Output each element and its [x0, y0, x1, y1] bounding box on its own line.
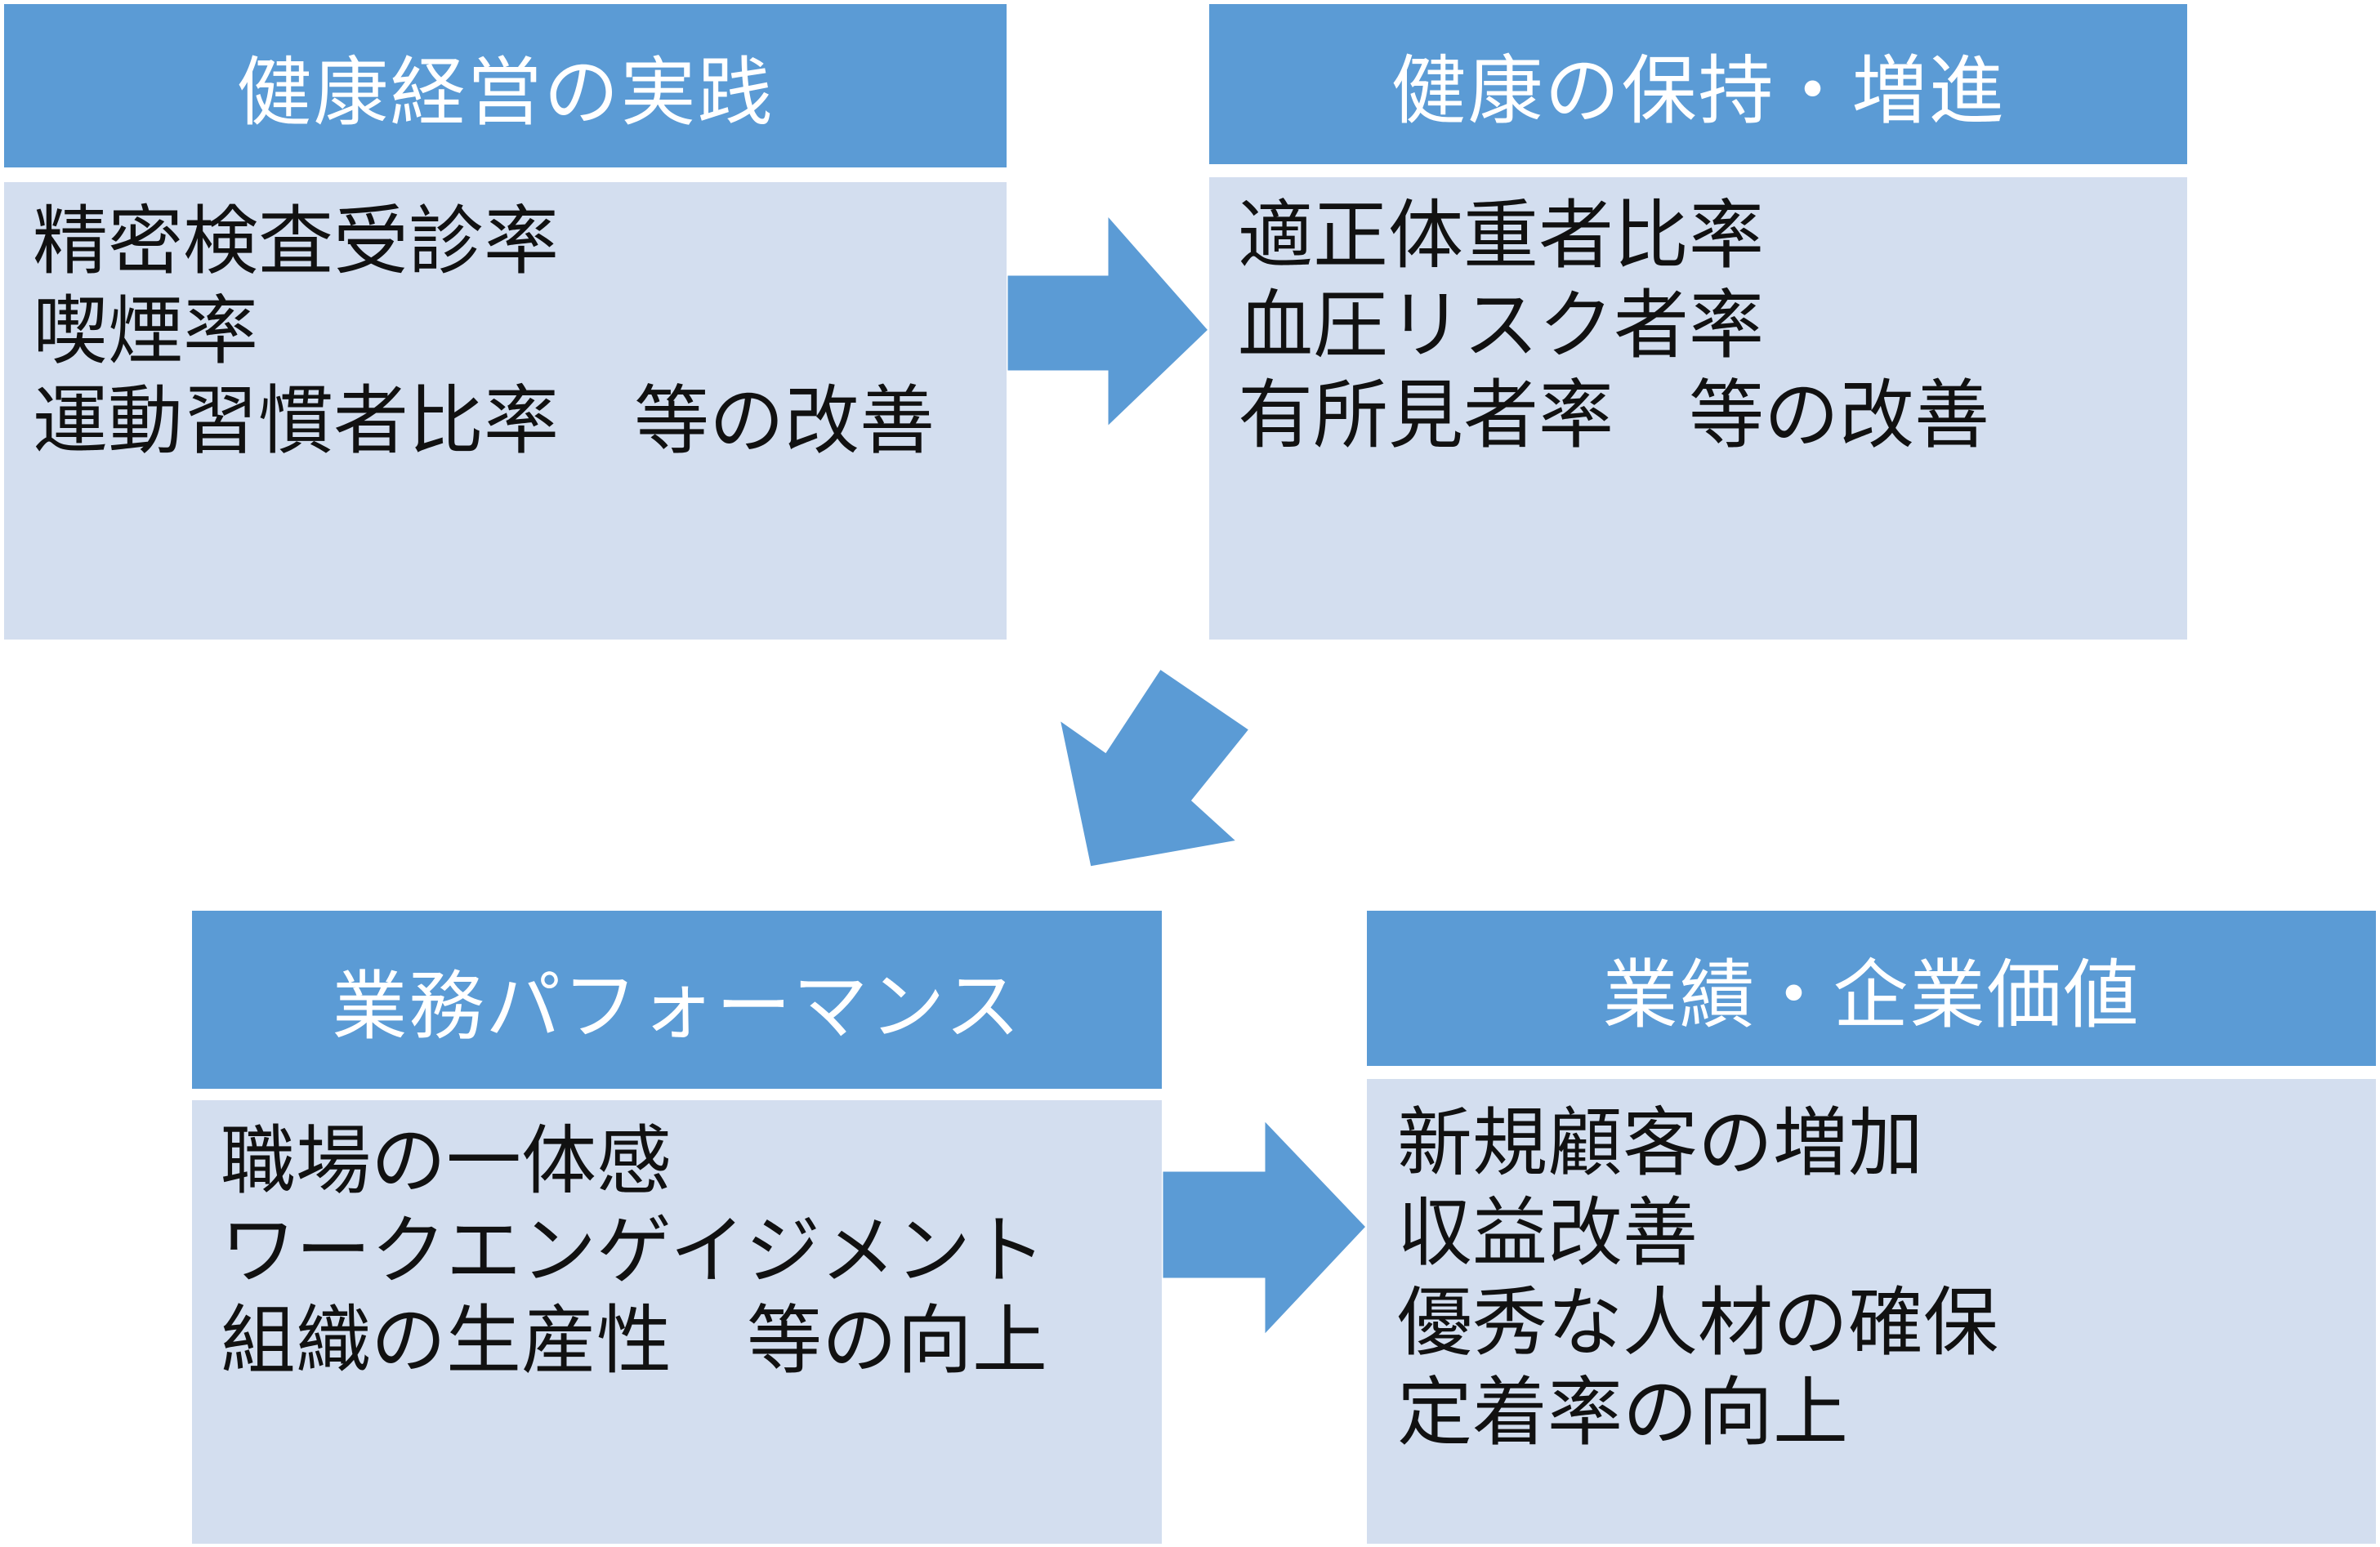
block-work-performance: 業務パフォーマンス 職場の一体感 ワークエンゲイジメント 組織の生産性等の向上 [192, 911, 1162, 1544]
item-list: 職場の一体感 ワークエンゲイジメント 組織の生産性等の向上 [221, 1117, 1162, 1386]
block-body: 新規顧客の増加 収益改善 優秀な人材の確保 定着率の向上 [1367, 1079, 2376, 1544]
block-business-value: 業績・企業価値 新規顧客の増加 収益改善 優秀な人材の確保 定着率の向上 [1367, 911, 2376, 1544]
item-list: 精密検査受診率 喫煙率 運動習慣者比率等の改善 [33, 197, 1007, 466]
block-title: 健康の保持・増進 [1209, 4, 2187, 164]
list-item: 組織の生産性等の向上 [221, 1296, 1162, 1386]
block-body: 職場の一体感 ワークエンゲイジメント 組織の生産性等の向上 [192, 1100, 1162, 1544]
block-title: 健康経営の実践 [4, 4, 1007, 167]
block-health-maintenance: 健康の保持・増進 適正体重者比率 血圧リスク者率 有所見者率等の改善 [1209, 4, 2187, 640]
item-suffix: 等の改善 [634, 377, 935, 465]
list-item: 収益改善 [1397, 1189, 1699, 1277]
arrow-practice-to-maintenance [1005, 211, 1212, 431]
block-body: 適正体重者比率 血圧リスク者率 有所見者率等の改善 [1209, 177, 2187, 640]
list-item: 適正体重者比率 [1238, 192, 1765, 279]
block-body: 精密検査受診率 喫煙率 運動習慣者比率等の改善 [4, 182, 1007, 640]
item-suffix: 等の向上 [747, 1297, 1048, 1384]
list-item: ワークエンゲイジメント [221, 1207, 1047, 1295]
block-title: 業務パフォーマンス [192, 911, 1162, 1089]
arrow-performance-to-business [1160, 1116, 1369, 1340]
arrow-maintenance-to-performance [1056, 666, 1253, 869]
block-title: 業績・企業価値 [1367, 911, 2376, 1066]
list-item: 優秀な人材の確保 [1397, 1279, 1999, 1366]
item-text: 運動習慣者比率 [33, 377, 560, 465]
item-suffix: 等の改善 [1689, 372, 1990, 459]
block-health-management-practice: 健康経営の実践 精密検査受診率 喫煙率 運動習慣者比率等の改善 [4, 4, 1007, 640]
item-text: 組織の生産性 [221, 1297, 672, 1384]
list-item: 喫煙率 [33, 288, 259, 375]
item-list: 新規顧客の増加 収益改善 優秀な人材の確保 定着率の向上 [1397, 1099, 2376, 1458]
list-item: 定着率の向上 [1397, 1369, 1849, 1456]
list-item: 職場の一体感 [221, 1117, 672, 1205]
list-item: 血圧リスク者率 [1238, 282, 1765, 369]
list-item: 新規顧客の増加 [1397, 1099, 1924, 1187]
list-item: 精密検査受診率 [33, 198, 560, 285]
item-text: 有所見者率 [1238, 372, 1614, 459]
list-item: 運動習慣者比率等の改善 [33, 377, 1007, 466]
item-list: 適正体重者比率 血圧リスク者率 有所見者率等の改善 [1238, 191, 2187, 461]
list-item: 有所見者率等の改善 [1238, 371, 2187, 461]
